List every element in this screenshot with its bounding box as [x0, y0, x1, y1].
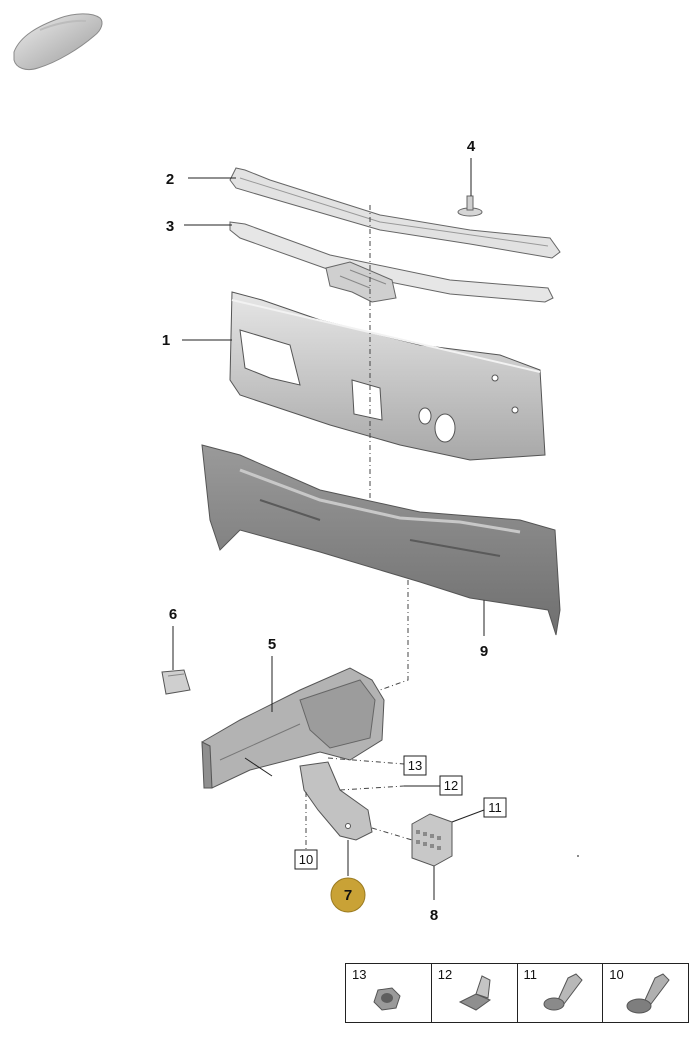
callout-8: 8: [430, 907, 438, 924]
callout-3: 3: [166, 218, 174, 235]
dash-12: [339, 785, 405, 791]
part-9-lower-cowl-panel: [201, 444, 561, 636]
fastener-legend: 13 12 11 10: [345, 963, 689, 1023]
dash-8: [371, 827, 413, 841]
callout-6: 6: [169, 606, 177, 623]
center-bracket: [325, 261, 397, 303]
centerline-lower: [379, 580, 409, 691]
boxed-callout-11: 11: [483, 797, 507, 818]
part-5-side-member: [201, 667, 385, 789]
svg-text:13: 13: [408, 758, 422, 773]
part-6-clip: [161, 669, 191, 695]
nut-icon: [373, 987, 401, 1011]
dash-13: [327, 757, 405, 765]
callout-9: 9: [480, 643, 488, 660]
part-2-cowl-strip: [229, 167, 561, 259]
legend-cell-10[interactable]: 10: [602, 964, 688, 1022]
legend-label-12: 12: [437, 967, 453, 982]
callout-1: 1: [162, 332, 170, 349]
part-3-lower-strip: [229, 221, 554, 303]
part-7-bracket: [299, 761, 373, 841]
legend-cell-13[interactable]: 13: [346, 964, 431, 1022]
flange-bolt-icon: [626, 973, 670, 1014]
boxed-callout-12: 12: [439, 775, 463, 796]
callout-7-highlight[interactable]: 7: [330, 877, 366, 913]
svg-text:11: 11: [488, 800, 502, 815]
legend-cell-12[interactable]: 12: [430, 964, 517, 1022]
stray-dot: [577, 855, 579, 857]
legend-label-10: 10: [609, 967, 624, 982]
bolt-icon: [543, 973, 583, 1011]
callout-4: 4: [467, 138, 476, 155]
callout-7: 7: [344, 887, 352, 904]
leader-11: [451, 809, 485, 823]
leader-5b: [244, 757, 273, 777]
callout-5: 5: [268, 636, 276, 653]
part-1-bulkhead-panel: [229, 291, 546, 461]
legend-label-13: 13: [352, 967, 367, 982]
svg-text:12: 12: [444, 778, 458, 793]
callout-2: 2: [166, 171, 174, 188]
part-8-connector: [411, 813, 453, 867]
car-silhouette-icon: [13, 13, 103, 71]
boxed-callout-10: 10: [294, 849, 318, 870]
legend-cell-11[interactable]: 11: [516, 964, 603, 1022]
boxed-callout-13: 13: [403, 755, 427, 776]
clip-nut-icon: [458, 975, 491, 1011]
legend-label-11: 11: [523, 967, 538, 982]
svg-text:10: 10: [299, 852, 313, 867]
part-4-clip: [457, 195, 483, 217]
